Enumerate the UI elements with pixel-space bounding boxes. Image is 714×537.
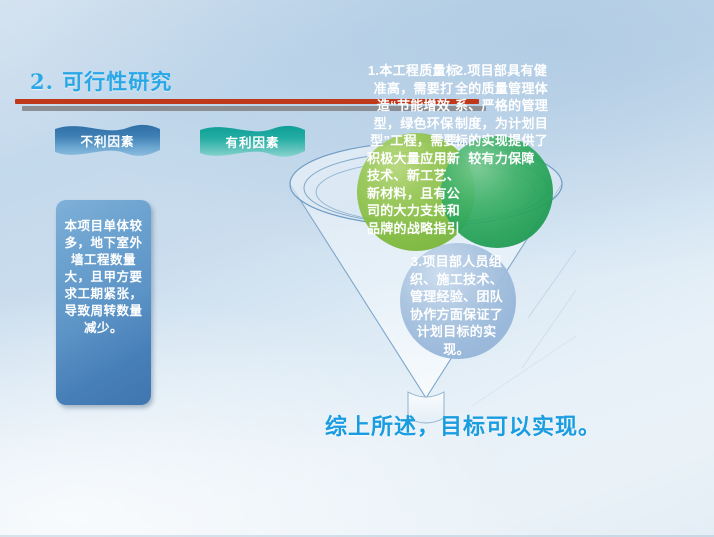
funnel-highlight-streak-3 xyxy=(471,335,576,407)
conclusion-text: 综上所述，目标可以实现。 xyxy=(325,414,602,440)
title-divider-gray xyxy=(22,106,486,111)
funnel-spout xyxy=(407,391,445,424)
circle-blue xyxy=(400,243,516,359)
funnel-highlight-streak-1 xyxy=(527,249,576,319)
funnel-text-quality-standard: 1.本工程质量标准高，需要打造“节能增效型，绿色环保型”工程，需要积极大量应用新… xyxy=(366,63,461,236)
funnel-highlight-streak-2 xyxy=(521,289,576,369)
banner-positive-label: 有利因素 xyxy=(225,135,280,150)
banner-negative-factors[interactable]: 不利因素 xyxy=(55,124,160,156)
circle-teal xyxy=(441,136,553,248)
background-bottom-edge xyxy=(0,535,714,537)
funnel-text-management-system: 2.项目部具有健全的质量管理体系、严格的管理制度，为计划目标的实现提供了较有力保… xyxy=(454,63,549,166)
page-title: 2. 可行性研究 xyxy=(30,69,173,94)
banner-negative-label: 不利因素 xyxy=(80,134,135,149)
negative-factors-box: 本项目单体较多，地下室外墙工程数量大，且甲方要求工期紧张，导致周转数量减少。 xyxy=(56,200,151,405)
funnel-text-team-capability: 3.项目部人员组织、施工技术、管理经验、团队协作方面保证了计划目标的实现。 xyxy=(409,254,504,357)
title-divider-red xyxy=(15,99,479,104)
